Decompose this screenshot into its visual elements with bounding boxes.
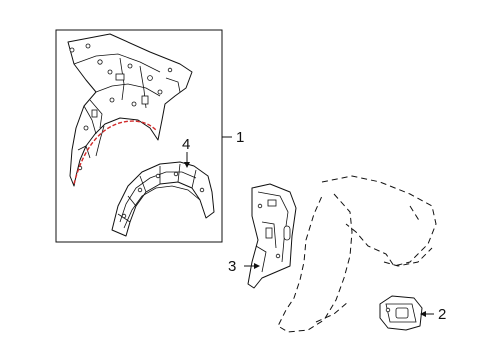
callout-3: 3 xyxy=(228,258,236,275)
assembly-frame xyxy=(55,29,223,243)
callout-4: 4 xyxy=(182,136,190,153)
leader-lines xyxy=(184,136,434,317)
fuel-filler-housing[interactable] xyxy=(379,295,423,331)
callout-1: 1 xyxy=(236,129,244,146)
highlighted-seam xyxy=(73,120,157,185)
quarter-inner-panel[interactable] xyxy=(67,33,193,187)
callout-2: 2 xyxy=(438,306,446,323)
lock-pillar-bracket[interactable] xyxy=(247,183,297,289)
wheelhouse-panel[interactable] xyxy=(111,161,215,237)
quarter-outer-panel-outline xyxy=(277,175,437,333)
